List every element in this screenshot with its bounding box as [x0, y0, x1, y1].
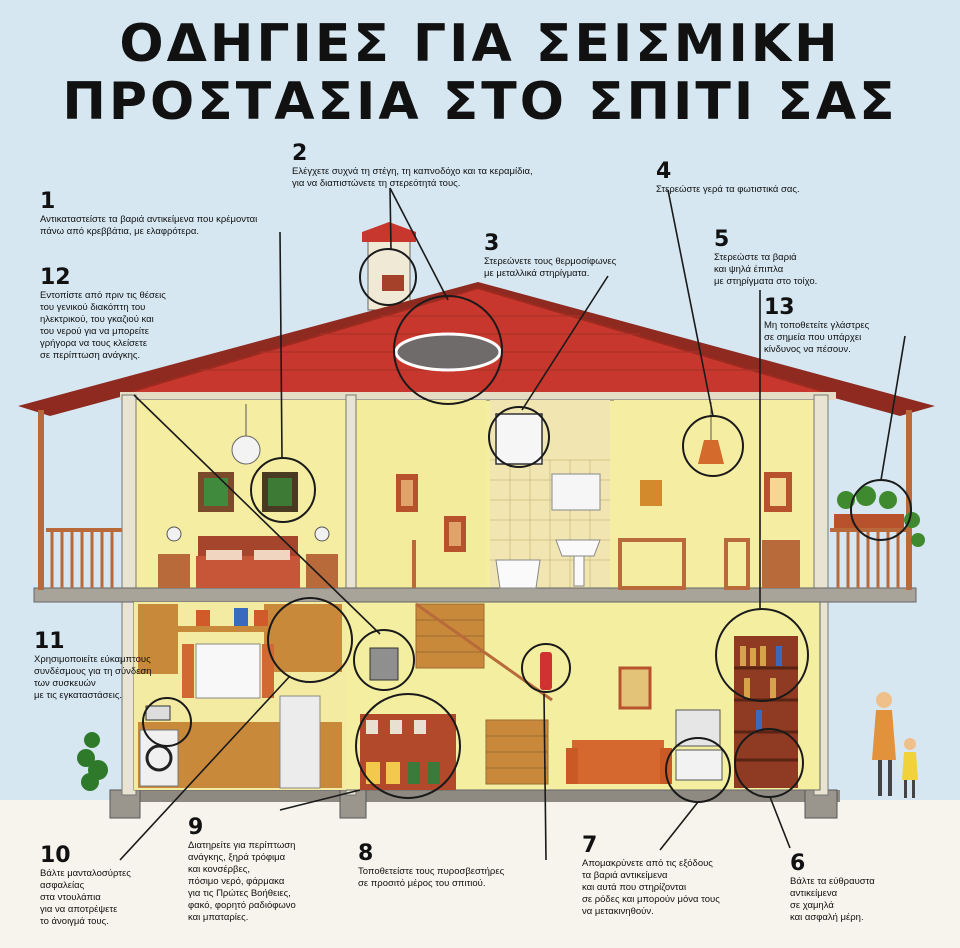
chimney-top	[362, 222, 416, 232]
page-title-line1: ΟΔΗΓΙΕΣ ΓΙΑ ΣΕΙΣΜΙΚΗ	[119, 14, 841, 74]
callout-number: 12	[40, 265, 71, 290]
callout-number: 13	[764, 295, 795, 320]
callout-text: Βάλτε τα εύθραυστα αντικείμενα σε χαμηλά…	[790, 876, 875, 923]
bed	[196, 556, 300, 588]
chair	[724, 538, 750, 590]
callout-5: 5 Στερεώστε τα βαριά και ψηλά έπιπλα με …	[714, 228, 874, 288]
ground-band	[0, 800, 960, 948]
callout-number: 5	[714, 227, 730, 252]
callout-8: 8 Τοποθετείστε τους πυροσβεστήρες σε προ…	[358, 842, 558, 890]
floor-slab	[33, 587, 917, 603]
page-title-line2: ΠΡΟΣΤΑΣΙΑ ΣΤΟ ΣΠΙΤΙ ΣΑΣ	[62, 72, 898, 132]
callout-text: Βάλτε μανταλοσύρτες ασφαλείας στα ντουλά…	[40, 868, 131, 927]
callout-text: Στερεώστε τα βαριά και ψηλά έπιπλα με στ…	[714, 252, 818, 287]
callout-2: 2 Ελέγχετε συχνά τη στέγη, τη καπνοδόχο …	[292, 142, 642, 190]
callout-number: 8	[358, 841, 374, 866]
callout-1: 1 Αντικαταστείστε τα βαριά αντικείμενα π…	[40, 190, 290, 238]
callout-number: 1	[40, 189, 56, 214]
callout-number: 3	[484, 231, 500, 256]
callout-text: Τοποθετείστε τους πυροσβεστήρες σε προσι…	[358, 866, 505, 889]
nightstand-right	[306, 554, 338, 588]
shrub-icon	[77, 732, 108, 791]
people-icon	[872, 692, 918, 798]
callout-12: 12 Εντοπίστε από πριν τις θέσεις του γεν…	[40, 266, 220, 362]
callout-number: 7	[582, 833, 598, 858]
sink	[555, 539, 601, 557]
callout-11: 11 Χρησιμοποιείτε εύκαμπτους συνδέσμους …	[34, 630, 194, 702]
gas-valve	[145, 705, 171, 721]
callout-4: 4 Στερεώστε γερά τα φωτιστικά σας.	[656, 160, 856, 196]
kitchen-cabinet-upper	[138, 604, 178, 674]
bench	[618, 538, 686, 590]
callout-text: Στερεώνετε τους θερμοσίφωνες με μεταλλικ…	[484, 256, 617, 279]
callout-text: Εντοπίστε από πριν τις θέσεις του γενικο…	[40, 290, 166, 361]
callout-text: Στερεώστε γερά τα φωτιστικά σας.	[656, 184, 800, 195]
callout-number: 9	[188, 815, 204, 840]
callout-3: 3 Στερεώνετε τους θερμοσίφωνες με μεταλλ…	[484, 232, 664, 280]
callout-text: Μη τοποθετείτε γλάστρες σε σημεία που υπ…	[764, 320, 870, 355]
callout-number: 2	[292, 141, 308, 166]
plant-box	[834, 514, 904, 528]
chimney-brick	[382, 275, 404, 291]
water-heater	[495, 413, 543, 465]
callout-text: Ελέγχετε συχνά τη στέγη, τη καπνοδόχο κα…	[292, 166, 533, 189]
fire-extinguisher	[540, 652, 552, 690]
right-picture-1	[640, 480, 662, 506]
callout-7: 7 Απομακρύνετε από τις εξόδους τα βαριά …	[582, 834, 782, 918]
bathtub	[495, 559, 541, 589]
callout-10: 10 Βάλτε μανταλοσύρτες ασφαλείας στα ντο…	[40, 844, 170, 928]
kitchen-window	[195, 643, 261, 699]
foundation	[110, 790, 840, 802]
callout-number: 4	[656, 159, 672, 184]
callout-text: Διατηρείτε για περίπτωση ανάγκης, ξηρά τ…	[188, 840, 296, 923]
lamp-right	[314, 526, 330, 542]
balcony-right	[830, 410, 925, 590]
living-picture	[618, 666, 652, 710]
cabinet	[762, 540, 800, 588]
callout-9: 9 Διατηρείτε για περίπτωση ανάγκης, ξηρά…	[188, 816, 348, 924]
tv-cart	[675, 749, 723, 781]
kitchen-shelf	[178, 626, 264, 632]
wall-clock	[231, 435, 261, 465]
stove	[279, 695, 321, 789]
sofa	[572, 740, 664, 784]
mirror	[551, 473, 601, 511]
callout-6: 6 Βάλτε τα εύθραυστα αντικείμενα σε χαμη…	[790, 852, 930, 924]
leader-lines	[119, 187, 906, 861]
stair-rail-top	[412, 540, 416, 588]
upper-mid-room	[356, 400, 486, 590]
lamp-left	[166, 526, 182, 542]
callout-text: Αντικαταστείστε τα βαριά αντικείμενα που…	[40, 214, 258, 237]
roof-damage	[394, 332, 502, 372]
fuse-box	[369, 647, 399, 681]
nightstand-left	[158, 554, 190, 588]
callout-text: Απομακρύνετε από τις εξόδους τα βαριά αν…	[582, 858, 720, 917]
balcony-left	[38, 410, 122, 590]
callout-13: 13 Μη τοποθετείτε γλάστρες σε σημεία που…	[764, 296, 914, 356]
callout-number: 6	[790, 851, 806, 876]
callout-number: 10	[40, 843, 71, 868]
tv	[675, 709, 721, 747]
callout-text: Χρησιμοποιείτε εύκαμπτους συνδέσμους για…	[34, 654, 152, 701]
ceiling-lamp	[698, 440, 724, 464]
callout-number: 11	[34, 629, 65, 654]
chimney-cap	[362, 232, 416, 242]
